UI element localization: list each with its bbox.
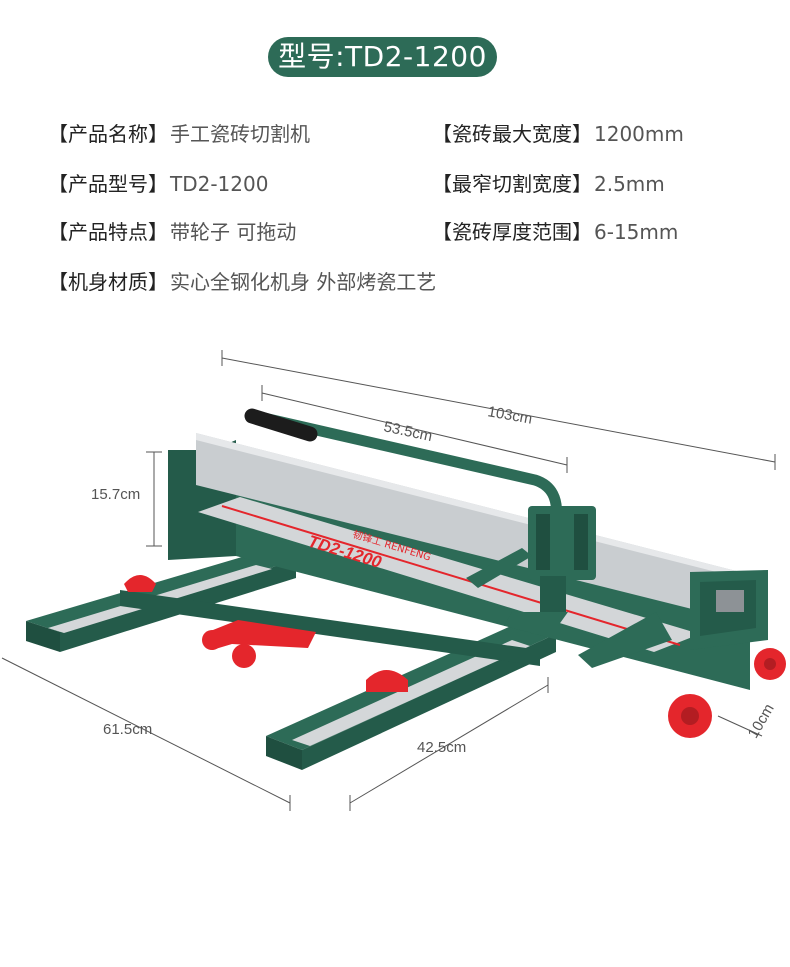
dim-depth: 61.5cm <box>103 721 152 738</box>
end-block <box>690 570 768 650</box>
spec-key: 【机身材质】 <box>48 270 168 294</box>
steel-rail <box>196 433 748 623</box>
spec-value: TD2-1200 <box>170 172 269 196</box>
handle-grip[interactable] <box>244 408 318 442</box>
spec-value: 1200mm <box>594 122 684 146</box>
breaker-plate <box>578 612 672 668</box>
dim-height: 15.7cm <box>91 486 140 503</box>
spec-value: 实心全钢化机身 外部烤瓷工艺 <box>170 270 437 294</box>
spec-value: 手工瓷砖切割机 <box>170 122 310 146</box>
spec-value: 带轮子 可拖动 <box>170 220 297 244</box>
spec-key: 【瓷砖厚度范围】 <box>432 220 592 244</box>
cutting-head[interactable] <box>504 506 596 626</box>
spec-material: 【机身材质】实心全钢化机身 外部烤瓷工艺 <box>48 268 436 296</box>
wheels <box>668 648 786 738</box>
spec-model: 【产品型号】TD2-1200 <box>48 170 268 198</box>
spec-value: 6-15mm <box>594 220 679 244</box>
spec-value: 2.5mm <box>594 172 665 196</box>
spec-key: 【最窄切割宽度】 <box>432 172 592 196</box>
spec-feature: 【产品特点】带轮子 可拖动 <box>48 218 296 246</box>
spec-thickness: 【瓷砖厚度范围】6-15mm <box>432 218 678 246</box>
steel-rail-highlight <box>196 433 748 580</box>
spec-key: 【产品名称】 <box>48 122 168 146</box>
right-clamp[interactable] <box>366 670 408 692</box>
spec-key: 【产品特点】 <box>48 220 168 244</box>
spec-min-cut: 【最窄切割宽度】2.5mm <box>432 170 665 198</box>
dimension-lines <box>1 350 776 811</box>
spec-key: 【产品型号】 <box>48 172 168 196</box>
angle-guide[interactable] <box>208 620 316 650</box>
dim-wheel: 10cm <box>745 701 778 741</box>
red-clamps[interactable] <box>124 575 408 692</box>
dim-arm-width: 42.5cm <box>417 739 466 756</box>
spec-product-name: 【产品名称】手工瓷砖切割机 <box>48 120 310 148</box>
cut-line <box>221 505 681 646</box>
dim-rail-length: 53.5cm <box>382 418 434 445</box>
model-badge: 型号:TD2-1200 <box>268 37 497 77</box>
start-block <box>168 450 196 474</box>
rear-stop <box>466 548 532 588</box>
spec-max-width: 【瓷砖最大宽度】1200mm <box>432 120 684 148</box>
dim-total-length: 103cm <box>486 403 533 428</box>
angle-knob[interactable] <box>232 644 256 668</box>
spec-key: 【瓷砖最大宽度】 <box>432 122 592 146</box>
